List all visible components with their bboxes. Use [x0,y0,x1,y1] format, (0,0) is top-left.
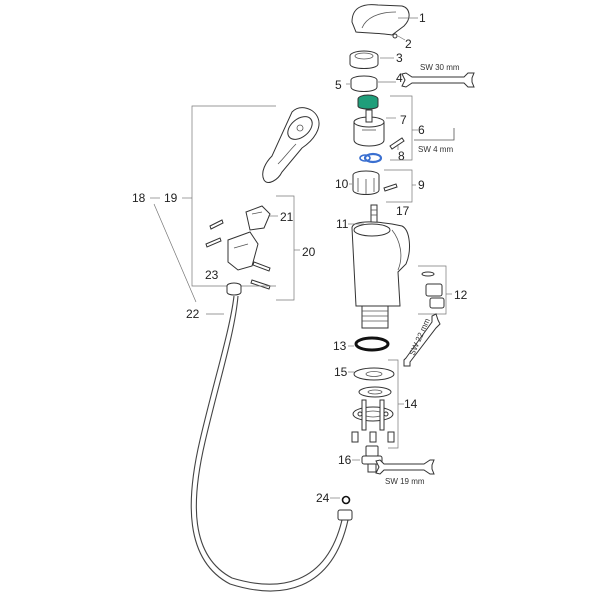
callout-20: 20 [302,245,316,259]
mounting-plate [352,406,394,422]
callout-16: 16 [338,453,352,467]
cartridge-top [357,94,379,110]
cap-ring [349,50,379,69]
screw-pin [392,33,398,39]
aerator [421,271,445,309]
hand-shower [262,107,320,183]
callout-6: 6 [418,123,425,137]
callout-18: 18 [132,191,146,205]
tool-label-sw19: SW 19 mm [385,477,425,486]
callout-13: 13 [333,339,347,353]
wrench-sw22 [403,313,441,367]
callout-7: 7 [400,113,407,127]
callout-5: 5 [335,78,342,92]
tool-label-sw4: SW 4 mm [418,145,453,154]
set-screw [389,137,405,150]
shower-holder [245,205,271,231]
lever-handle [351,4,410,36]
hose-nut [226,282,242,296]
callout-19: 19 [164,191,178,205]
tool-label-sw30: SW 30 mm [420,63,460,72]
cartridge-seal [359,152,383,164]
shower-hose [190,295,349,592]
callout-22: 22 [186,307,200,321]
callout-23: 23 [205,268,219,282]
callout-17: 17 [396,204,410,218]
small-screw-17 [383,183,398,192]
holder-bracket [227,231,259,271]
o-ring [354,336,390,352]
callout-8: 8 [398,149,405,163]
threaded-rods [361,399,385,431]
callout-21: 21 [280,210,294,224]
callout-14: 14 [404,397,418,411]
washer [353,367,395,381]
callout-24: 24 [316,491,330,505]
callout-4: 4 [396,71,403,85]
callout-10: 10 [335,177,349,191]
mounting-bolts [351,431,395,443]
callout-2: 2 [405,37,412,51]
callout-3: 3 [396,51,403,65]
mixer-threaded-base [361,305,389,329]
callout-12: 12 [454,288,468,302]
valve-insert [352,170,380,195]
callout-9: 9 [418,178,425,192]
hose-end-fitting [337,509,353,521]
callout-11: 11 [336,217,349,231]
cartridge [353,109,385,147]
clamp-washer [358,386,392,398]
hex-key-sw4 [414,128,455,141]
wall-screws [205,219,271,290]
hose-seal-ring [341,495,351,505]
wrench-sw19 [375,459,435,475]
wrench-sw30 [401,72,475,88]
callout-15: 15 [334,365,348,379]
basin-mixer-body [351,221,410,307]
callout-1: 1 [419,11,426,25]
nut [350,75,378,92]
